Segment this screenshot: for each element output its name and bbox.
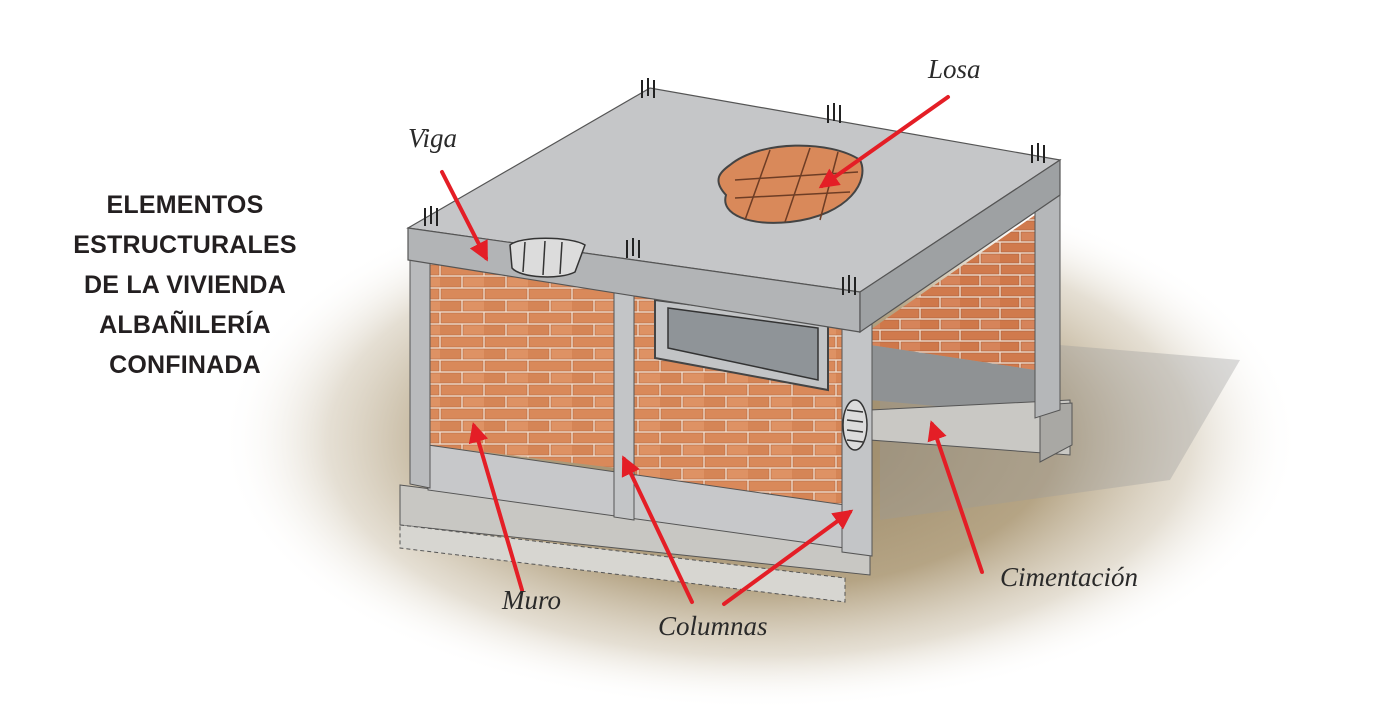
label-cimentacion: Cimentación (1000, 562, 1138, 593)
diagram-title: ELEMENTOS ESTRUCTURALES DE LA VIVIENDA A… (40, 185, 330, 385)
title-line: DE LA VIVIENDA (40, 265, 330, 305)
label-losa: Losa (928, 54, 981, 85)
label-columnas: Columnas (658, 611, 768, 642)
column-left (410, 255, 430, 488)
front-left-wall (428, 262, 615, 468)
title-line: ELEMENTOS (40, 185, 330, 225)
beam-cutaway (510, 238, 585, 277)
label-muro: Muro (502, 585, 561, 616)
title-line: ESTRUCTURALES (40, 225, 330, 265)
column-back-right (1035, 195, 1060, 418)
column-rebar-cutaway (843, 400, 867, 450)
title-line: CONFINADA (40, 345, 330, 385)
label-viga: Viga (408, 123, 457, 154)
column-middle (614, 286, 634, 520)
title-line: ALBAÑILERÍA (40, 305, 330, 345)
